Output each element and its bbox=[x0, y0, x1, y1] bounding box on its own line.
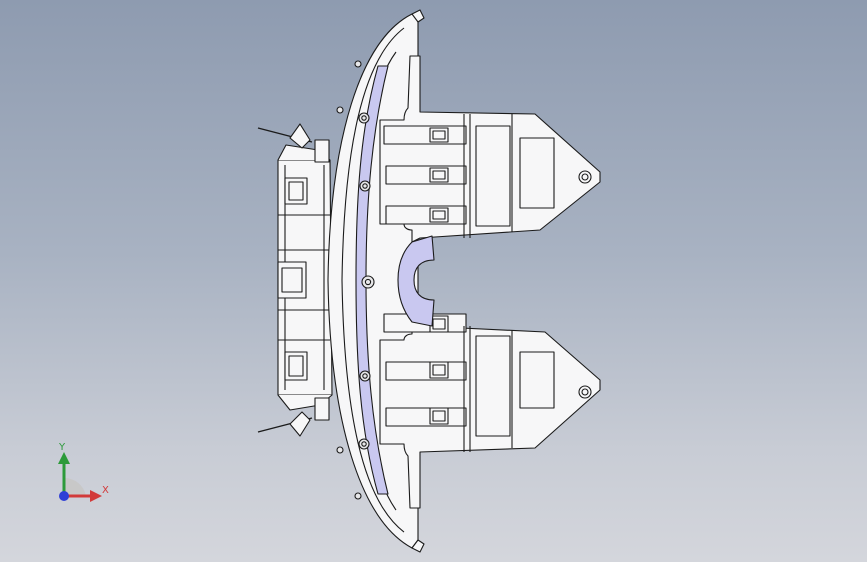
view-orientation-triad[interactable]: X Y bbox=[44, 438, 124, 518]
y-axis-label: Y bbox=[59, 442, 66, 453]
frame-inner-channel bbox=[355, 65, 389, 495]
mounting-tab-bottom[interactable] bbox=[257, 397, 330, 437]
frame-bolts bbox=[336, 60, 375, 500]
mounting-tab-top[interactable] bbox=[257, 123, 330, 163]
upper-arm[interactable] bbox=[379, 55, 601, 243]
x-axis-label: X bbox=[102, 485, 109, 496]
triad-axes bbox=[58, 452, 102, 502]
center-cutout[interactable] bbox=[397, 235, 435, 327]
lower-arm[interactable] bbox=[379, 313, 601, 509]
left-flange[interactable] bbox=[277, 144, 333, 411]
